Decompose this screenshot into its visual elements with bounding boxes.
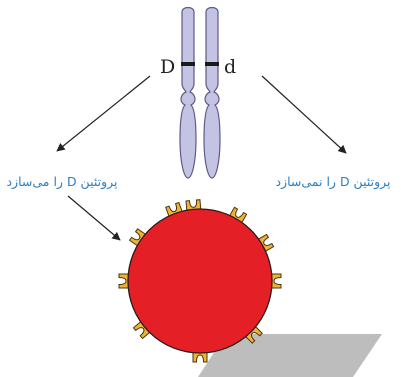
protein-d-receptor [118,273,131,289]
protein-d-receptor [128,228,148,248]
protein-d-receptor [269,273,282,289]
protein-d-receptor [228,206,248,225]
chromosome-pair [179,6,221,179]
protein-d-receptor [132,319,152,340]
allele-label-D: D [160,56,176,78]
receptor-group [118,199,282,363]
red-blood-cell [127,208,273,354]
protein-d-receptor [256,233,275,253]
chromosome-band-right [205,62,219,66]
chromosome-left [179,6,197,179]
arrow-to-cell [67,195,121,241]
arrow-left [56,75,151,152]
protein-d-receptor [192,350,208,363]
cell-shadow [198,334,382,377]
allele-label-d: d [224,56,237,78]
chromosome-band-left [181,62,195,66]
not-produces-protein-label: پروتئین D را نمی‌سازد [275,174,391,189]
protein-d-receptor [243,324,263,344]
arrow-right [261,75,347,154]
produces-protein-label: پروتئین D را می‌سازد [6,174,118,189]
chromosome-right [203,6,221,179]
